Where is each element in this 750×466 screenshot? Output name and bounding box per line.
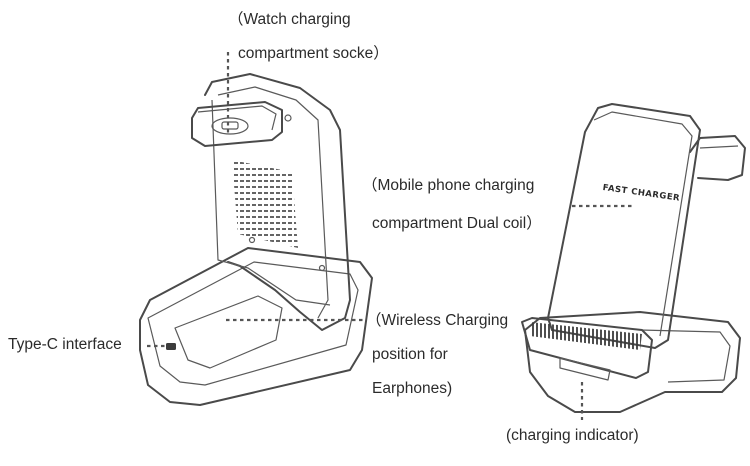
indicator-label: (charging indicator) <box>506 427 639 444</box>
watch-label-line1: （Watch charging <box>228 11 351 28</box>
left-stand-drawing <box>139 73 373 406</box>
phone-label-line2: compartment Dual coil） <box>372 215 542 232</box>
wireless-label-line3: Earphones) <box>372 380 453 397</box>
wireless-label-line2: position for <box>372 346 448 363</box>
watch-label-line2: compartment socke） <box>238 45 389 62</box>
typec-label: Type-C interface <box>8 336 122 353</box>
phone-label-line1: （Mobile phone charging <box>362 177 535 194</box>
wireless-label-line1: （Wireless Charging <box>366 312 509 329</box>
right-stand-drawing <box>521 103 746 413</box>
